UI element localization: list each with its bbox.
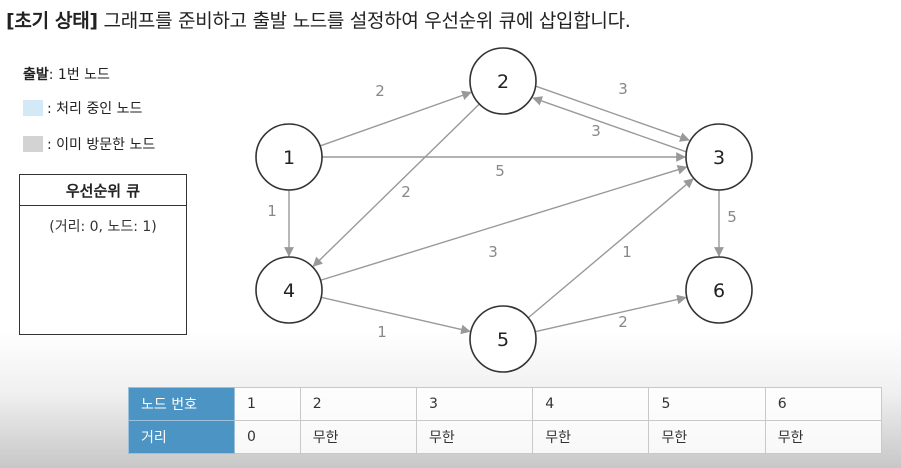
edge-weight-label: 3 (488, 243, 498, 261)
edge-2-4 (312, 103, 480, 267)
node-label: 4 (283, 280, 295, 302)
distance-cell: 0 (234, 420, 301, 454)
edge-weight-label: 1 (267, 202, 277, 220)
title-prefix: [초기 상태] (6, 10, 98, 32)
graph-node-3 (685, 123, 753, 191)
distance-cell: 무한 (764, 420, 883, 454)
edge-2-3 (535, 85, 690, 142)
row-header-distance: 거리 (128, 420, 235, 454)
edge-4-3 (320, 164, 688, 281)
distance-table: 노드 번호 1 2 3 4 5 6 거리 0 무한 무한 무한 무한 무한 (128, 387, 883, 454)
edge-weight-label: 2 (618, 313, 628, 331)
edge-3-2 (532, 96, 687, 153)
row-header-node: 노드 번호 (128, 387, 235, 421)
legend-start: 출발: 1번 노드 (23, 64, 110, 84)
node-cell: 1 (234, 387, 301, 421)
node-cell: 4 (532, 387, 650, 421)
node-cell: 5 (648, 387, 766, 421)
distance-cell: 무한 (648, 420, 766, 454)
legend-processing-label: : 처리 중인 노드 (47, 101, 143, 117)
table-row: 거리 0 무한 무한 무한 무한 무한 (128, 420, 883, 454)
node-label: 2 (497, 71, 509, 93)
edge-1-2 (319, 90, 472, 147)
edge-4-5 (321, 296, 471, 335)
edge-weight-label: 2 (375, 82, 385, 100)
edge-weight-label: 5 (495, 162, 505, 180)
edge-5-3 (527, 178, 694, 319)
edge-weight-label: 2 (401, 183, 411, 201)
legend-visited-label: : 이미 방문한 노드 (47, 137, 156, 153)
graph-node-2 (469, 47, 537, 115)
legend-start-label: 출발 (23, 67, 49, 83)
distance-cell: 무한 (532, 420, 650, 454)
node-label: 6 (713, 280, 725, 302)
edge-weight-label: 1 (377, 323, 387, 341)
title-text: 그래프를 준비하고 출발 노드를 설정하여 우선순위 큐에 삽입합니다. (97, 10, 631, 32)
priority-queue: 우선순위 큐 (거리: 0, 노드: 1) (19, 174, 187, 335)
node-label: 5 (497, 329, 509, 351)
edge-weight-label: 1 (622, 243, 632, 261)
distance-cell: 무한 (415, 420, 534, 454)
node-cell: 6 (764, 387, 883, 421)
graph-node-5 (469, 305, 537, 373)
graph-node-4 (255, 256, 323, 324)
legend-start-value: : 1번 노드 (48, 67, 110, 83)
edge-weight-label: 5 (727, 208, 737, 226)
legend-visited: : 이미 방문한 노드 (23, 134, 155, 154)
queue-title: 우선순위 큐 (20, 175, 186, 206)
node-label: 3 (713, 147, 725, 169)
page-title: [초기 상태] 그래프를 준비하고 출발 노드를 설정하여 우선순위 큐에 삽입… (6, 6, 631, 33)
legend-processing: : 처리 중인 노드 (23, 98, 142, 118)
visited-swatch (23, 136, 43, 152)
edge-weight-label: 3 (591, 122, 601, 140)
graph-node-6 (685, 256, 753, 324)
table-row: 노드 번호 1 2 3 4 5 6 (128, 387, 883, 421)
distance-cell: 무한 (299, 420, 417, 454)
node-label: 1 (283, 147, 295, 169)
node-cell: 2 (299, 387, 417, 421)
edge-5-6 (535, 294, 687, 333)
processing-swatch (23, 100, 43, 116)
graph-node-1 (255, 123, 323, 191)
node-cell: 3 (415, 387, 534, 421)
queue-item: (거리: 0, 노드: 1) (49, 219, 157, 235)
edge-weight-label: 3 (618, 80, 628, 98)
